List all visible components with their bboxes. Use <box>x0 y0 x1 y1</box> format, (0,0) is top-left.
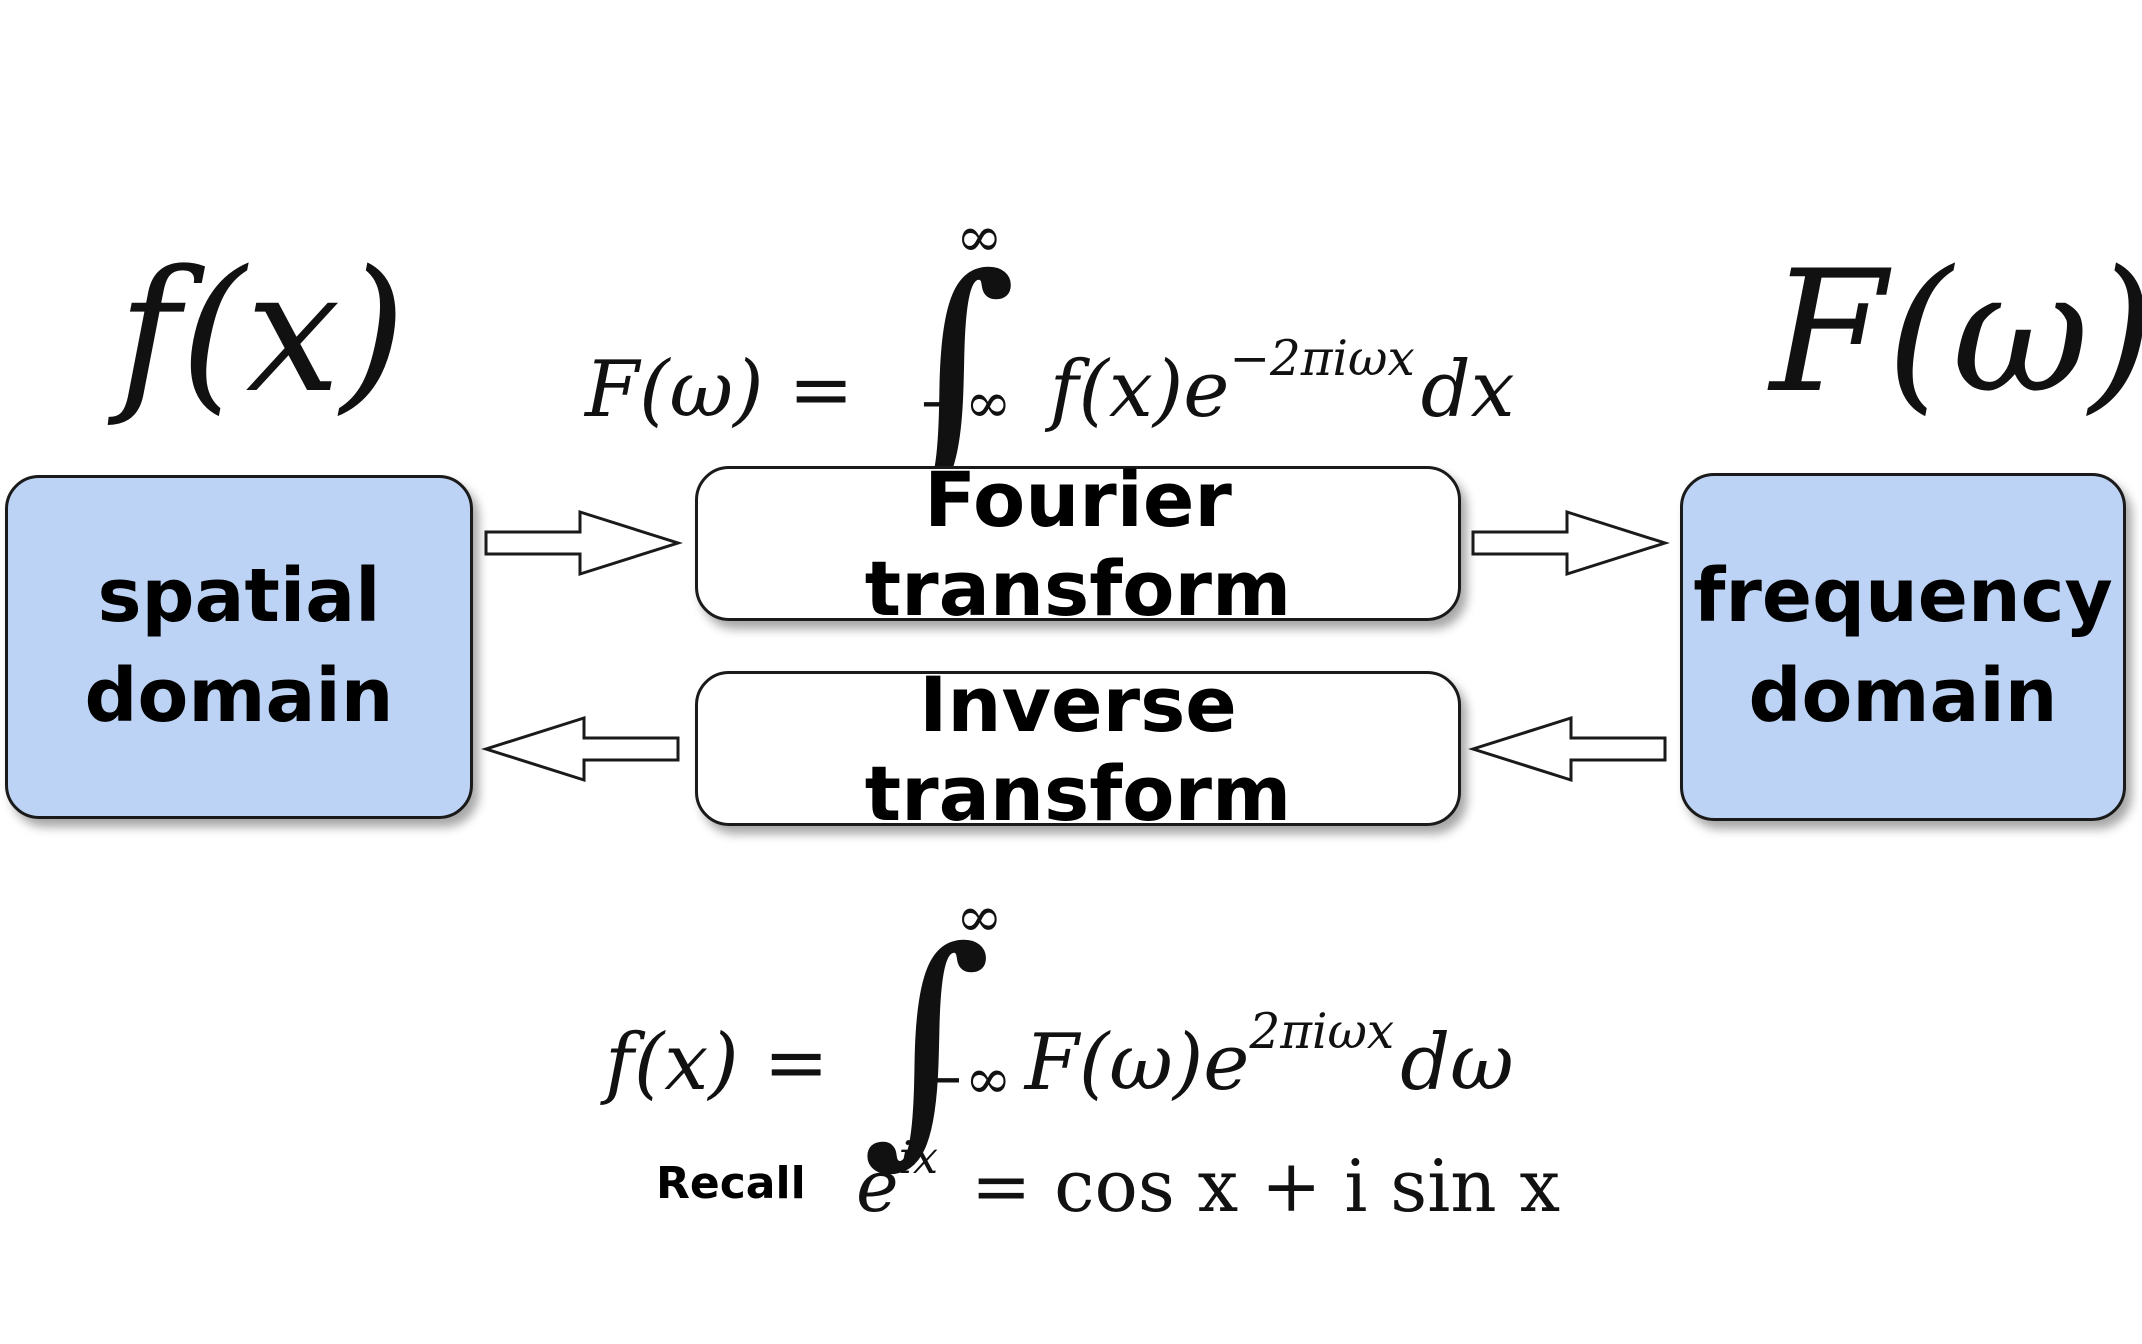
forward-equation-exponent: −2πiωx <box>1229 330 1415 387</box>
euler-lhs-base: e <box>856 1144 899 1228</box>
forward-integral-sign: ∫ <box>886 224 1017 515</box>
spatial-domain-line-1: spatial <box>97 553 381 640</box>
euler-identity: eix = cos x + i sin x <box>856 1136 1560 1222</box>
forward-equation-differential: dx <box>1420 345 1515 435</box>
frequency-domain-line-1: frequency <box>1693 553 2113 640</box>
spatial-domain-line-2: domain <box>84 653 394 739</box>
inverse-equation: f(x) = ∫ F(ω)e2πiωxdω <box>605 878 1514 1168</box>
inverse-equation-differential: dω <box>1400 1018 1514 1108</box>
inverse-equation-lhs: f(x) = <box>605 1018 829 1108</box>
inverse-upper-limit: ∞ <box>956 885 1003 950</box>
arrow-inverse-to-spatial <box>481 715 680 783</box>
arrow-frequency-to-inverse <box>1468 715 1667 783</box>
forward-equation: F(ω) = ∫ f(x)e−2πiωxdx <box>585 205 1515 495</box>
arrow-fourier-to-frequency <box>1471 509 1670 577</box>
euler-rhs: = cos x + i sin x <box>970 1144 1561 1228</box>
arrow-spatial-to-fourier <box>484 509 683 577</box>
inverse-equation-integrand: F(ω)e <box>1024 1018 1250 1108</box>
forward-equation-lhs: F(ω) = <box>585 345 854 435</box>
inverse-integral-sign: ∫ <box>861 897 992 1188</box>
inverse-lower-limit: −∞ <box>918 1047 1012 1112</box>
forward-lower-limit: −∞ <box>918 371 1012 436</box>
recall-label: Recall <box>656 1158 806 1209</box>
frequency-function-label: F(ω) <box>1770 234 2142 430</box>
euler-lhs-exponent: ix <box>898 1132 939 1185</box>
forward-equation-integrand: f(x)e <box>1049 345 1230 435</box>
spatial-domain-box: spatial domain <box>5 475 473 819</box>
forward-upper-limit: ∞ <box>956 205 1003 270</box>
inverse-equation-exponent: 2πiωx <box>1249 1003 1395 1060</box>
inverse-transform-box: Inverse transform <box>695 660 1461 838</box>
spatial-function-label: f(x) <box>118 234 407 430</box>
frequency-domain-box: frequency domain <box>1680 473 2126 821</box>
fourier-transform-box: Fourier transform <box>695 455 1461 633</box>
frequency-domain-line-2: domain <box>1748 653 2058 739</box>
